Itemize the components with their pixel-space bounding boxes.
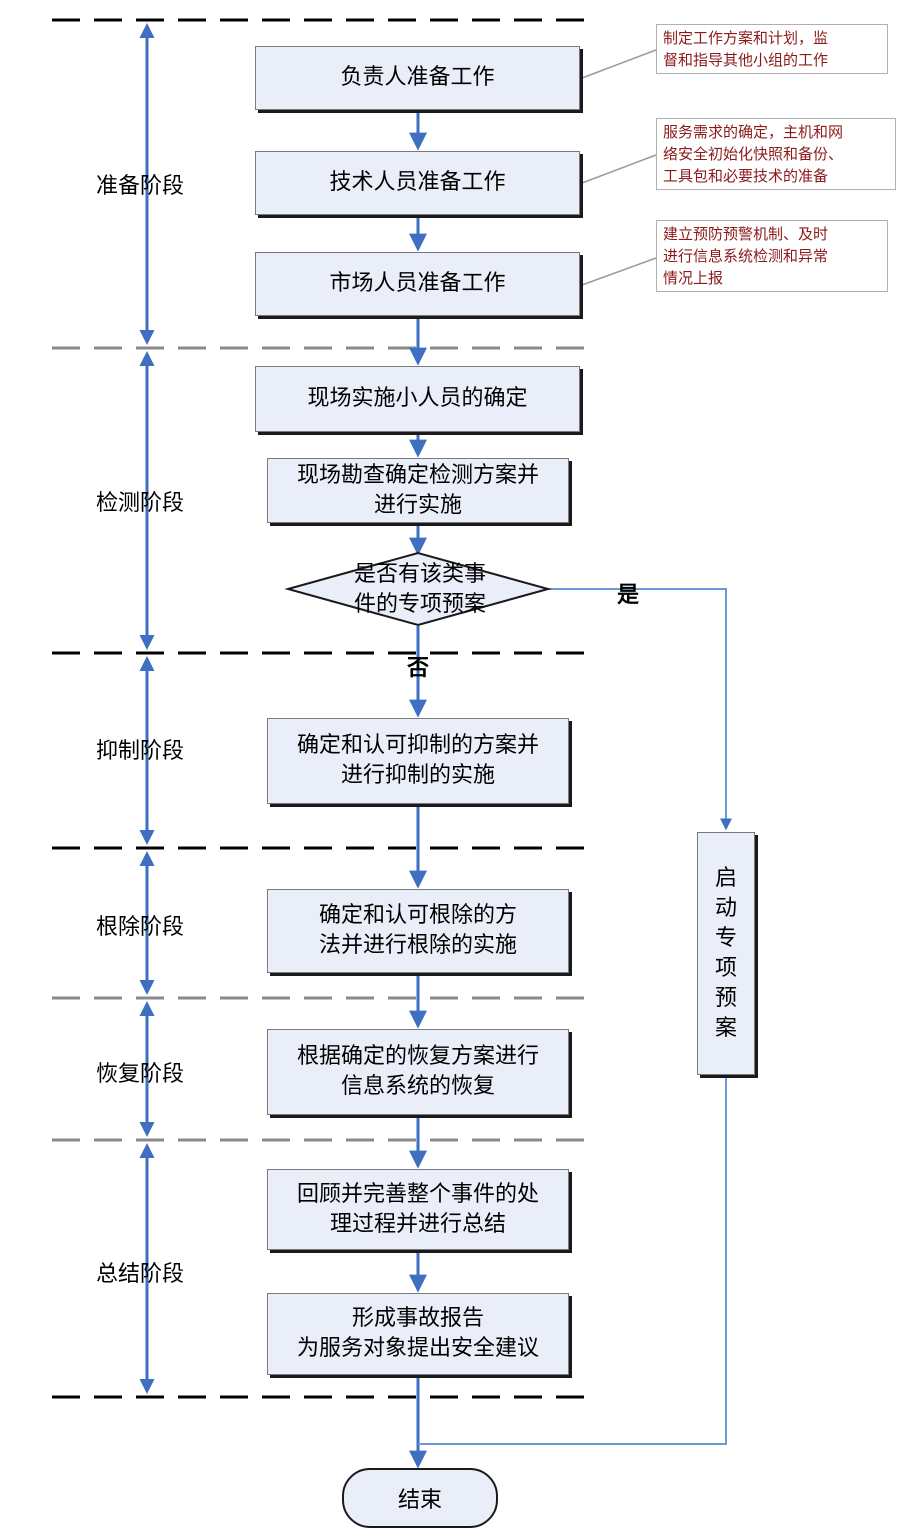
step-survey-plan: 现场勘查确定检测方案并 进行实施: [267, 458, 569, 523]
step-recover: 根据确定的恢复方案进行 信息系统的恢复: [267, 1029, 569, 1115]
yes-branch: [418, 588, 732, 1445]
step-onsite-staff: 现场实施小人员的确定: [255, 366, 580, 432]
plan-char-5: 预: [714, 985, 737, 1011]
connector-note-3: [581, 257, 657, 286]
arrow-decision-plan: [548, 588, 732, 831]
step-report: 形成事故报告 为服务对象提出安全建议: [267, 1293, 569, 1375]
decision-diamond: [284, 551, 552, 627]
phase-prep-label: 准备阶段: [96, 174, 185, 199]
plan-char-1: 启: [714, 865, 737, 891]
plan-char-6: 案: [714, 1015, 737, 1041]
yes-label: 是: [617, 583, 640, 608]
plan-char-2: 动: [714, 895, 737, 921]
note-lead-prep: 制定工作方案和计划，监 督和指导其他小组的工作: [656, 24, 888, 74]
connector-note-2: [581, 154, 657, 184]
step-market-prep: 市场人员准备工作: [255, 252, 580, 316]
step-lead-prep: 负责人准备工作: [255, 46, 580, 110]
note-market-prep: 建立预防预警机制、及时 进行信息系统检测和异常 情况上报: [656, 220, 888, 292]
phase-summary-label: 总结阶段: [96, 1262, 185, 1287]
connector-note-1: [581, 49, 657, 79]
step-eradicate: 确定和认可根除的方 法并进行根除的实施: [267, 889, 569, 973]
phase-detect-label: 检测阶段: [96, 491, 185, 516]
note-tech-prep: 服务需求的确定，主机和网 络安全初始化快照和备份、 工具包和必要技术的准备: [656, 118, 896, 190]
plan-char-3: 专: [714, 925, 737, 951]
plan-char-4: 项: [714, 955, 737, 981]
step-suppress: 确定和认可抑制的方案并 进行抑制的实施: [267, 718, 569, 804]
decision-label: 是否有该类事 件的专项预案: [353, 562, 486, 617]
phase-suppress-label: 抑制阶段: [96, 739, 185, 764]
phase-recover-label: 恢复阶段: [96, 1062, 185, 1087]
arrow-plan-end: [418, 1075, 727, 1445]
no-label: 否: [407, 656, 430, 681]
phase-dividers: [52, 18, 590, 1399]
phase-eradicate-label: 根除阶段: [96, 915, 185, 940]
step-start-special-plan: 启 动 专 项 预 案: [697, 832, 755, 1075]
step-review: 回顾并完善整个事件的处 理过程并进行总结: [267, 1169, 569, 1250]
note-connectors: [581, 49, 657, 286]
step-tech-prep: 技术人员准备工作: [255, 151, 580, 215]
end-terminator: 结束: [342, 1468, 498, 1528]
